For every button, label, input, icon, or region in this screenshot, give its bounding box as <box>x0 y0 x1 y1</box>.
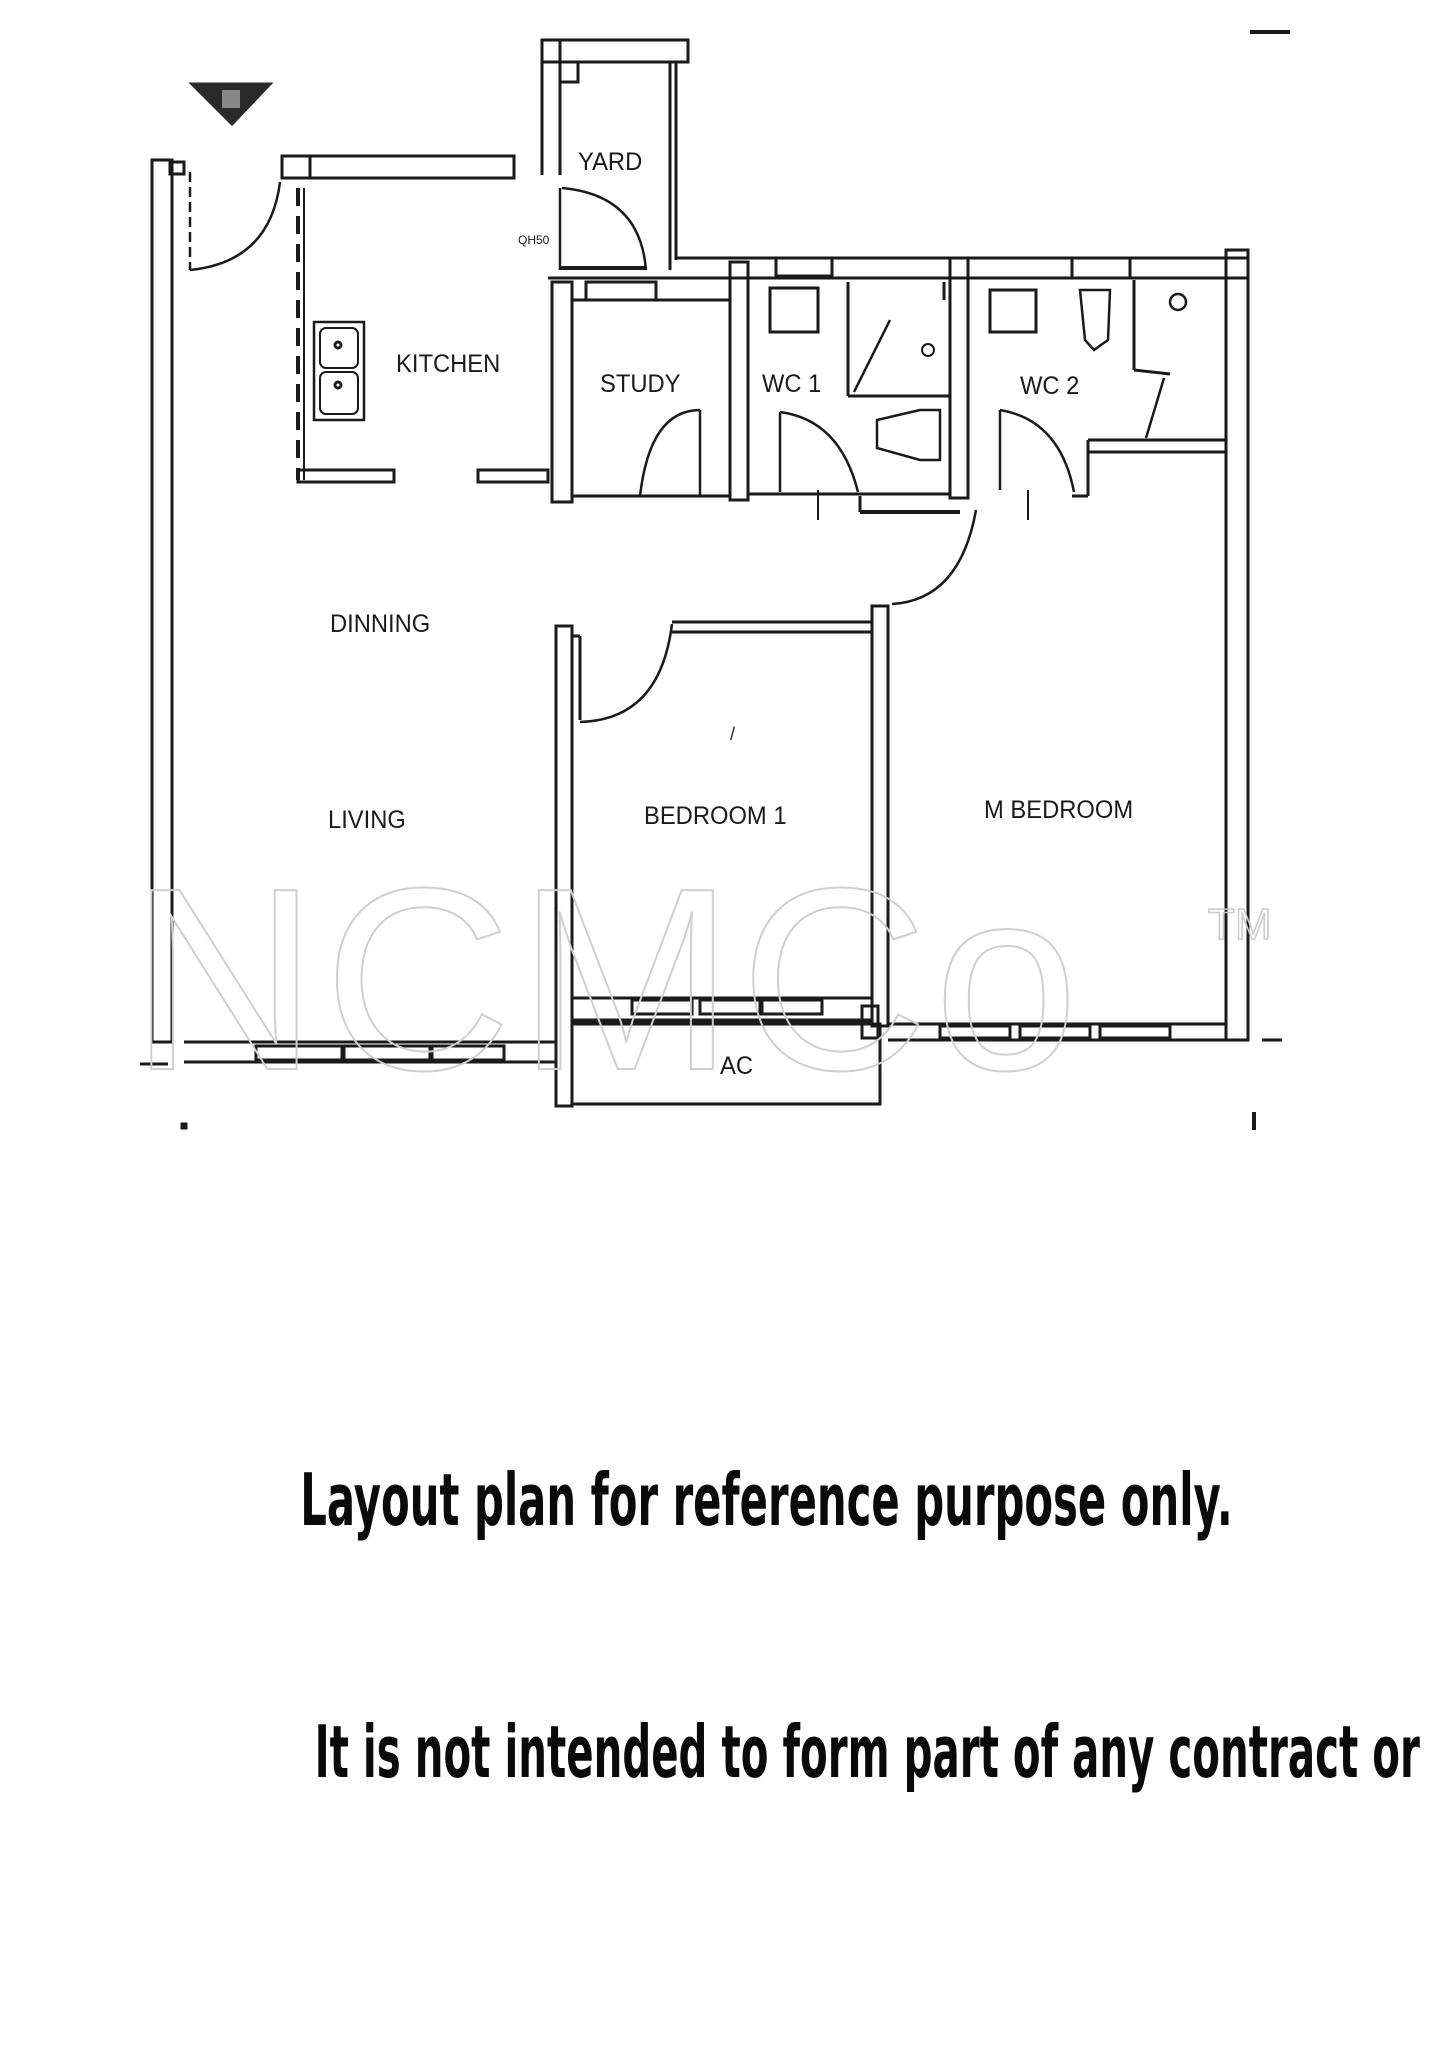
room-label-dinning: DINNING <box>330 610 431 638</box>
room-label-yard: YARD <box>578 148 643 176</box>
room-label-mbedroom: M BEDROOM <box>984 796 1134 824</box>
room-label-study: STUDY <box>600 370 681 398</box>
floor-plan-drawing: QH50 <box>140 30 1290 1130</box>
floor-plan: QH50 <box>129 30 1290 1130</box>
svg-text:/: / <box>730 724 735 744</box>
disclaimer-line-2: It is not intended to form part of any c… <box>314 1710 1430 1794</box>
watermark-text: NCMCo <box>129 835 1085 1125</box>
room-label-wc1: WC 1 <box>762 370 822 398</box>
disclaimer-line-1: Layout plan for reference purpose only. <box>300 1458 1233 1542</box>
room-label-ac: AC <box>720 1052 753 1080</box>
room-label-living: LIVING <box>328 806 406 834</box>
room-label-wc2: WC 2 <box>1020 372 1080 400</box>
watermark-trademark: TM <box>1207 899 1272 950</box>
room-label-bedroom1: BEDROOM 1 <box>644 802 787 830</box>
door-tag: QH50 <box>518 233 550 247</box>
room-label-kitchen: KITCHEN <box>396 350 501 378</box>
